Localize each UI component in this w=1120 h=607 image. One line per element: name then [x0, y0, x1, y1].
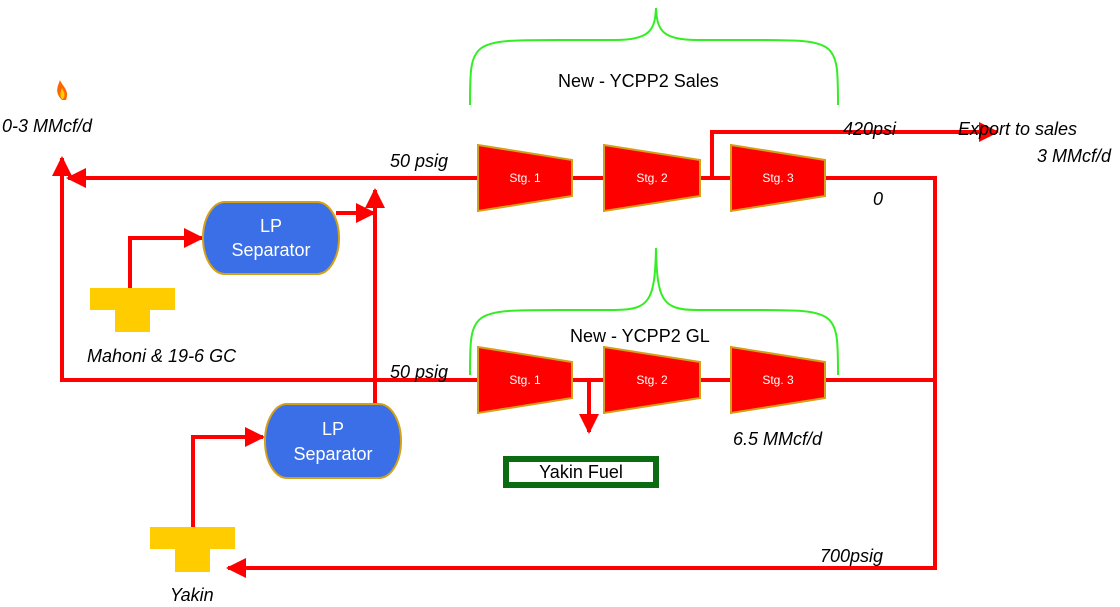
gl-suction-pressure: 50 psig: [390, 362, 449, 382]
lp-separator-1-label-line2: Separator: [231, 240, 311, 260]
sales-stage-1-label: Stg. 1: [509, 171, 541, 185]
export-line: [710, 122, 999, 180]
sales-compressor-stage-3: [730, 143, 826, 213]
sales-stage-3-label: Stg. 3: [762, 171, 794, 185]
sales-compressor-stage-1: [477, 143, 573, 213]
sales-train-brace: [469, 7, 839, 106]
sales-outlet-label: 0: [873, 189, 884, 209]
yakin-wellhead: [150, 527, 235, 572]
yakin-source-label: Yakin: [170, 585, 214, 605]
flare-rate-label: 0-3 MMcf/d: [2, 116, 93, 136]
gl-stage-1-label: Stg. 1: [509, 373, 541, 387]
gl-stage-2-label: Stg. 2: [636, 373, 668, 387]
gas-lift-return-pressure: 700psig: [820, 546, 884, 566]
sales-train-title: New - YCPP2 Sales: [558, 71, 719, 91]
yakin-fuel-box: Yakin Fuel: [503, 456, 659, 488]
gl-compressor-stage-2: [603, 345, 701, 415]
sales-compressor-stage-2: [603, 143, 701, 213]
yakin-fuel-label: Yakin Fuel: [539, 462, 623, 482]
export-label-line2: 3 MMcf/d: [1037, 146, 1112, 166]
mahoni-feed: [128, 228, 204, 290]
gl-train-brace: [469, 247, 839, 376]
lp-separator-1: [202, 201, 340, 275]
mahoni-source-label: Mahoni & 19-6 GC: [87, 346, 237, 366]
gl-flow-label: 6.5 MMcf/d: [733, 429, 823, 449]
lp-separator-2: [264, 403, 402, 479]
lp-separator-2-label-line1: LP: [321, 419, 345, 439]
sales-stg3-discharge: [823, 176, 937, 382]
gl-stage-3-label: Stg. 3: [762, 373, 794, 387]
mahoni-wellhead: [90, 288, 175, 332]
gl-compressor-stage-3: [730, 345, 826, 415]
gl-compressor-stage-1: [477, 345, 573, 415]
sales-discharge-pressure: 420psi: [843, 119, 897, 139]
gas-lift-return: [226, 378, 937, 578]
lp-separator-2-label-line2: Separator: [293, 444, 373, 464]
sales-stage-2-label: Stg. 2: [636, 171, 668, 185]
lp-separator-1-label-line1: LP: [259, 216, 283, 236]
yakin-feed: [191, 427, 265, 529]
export-label-line1: Export to sales: [958, 119, 1078, 139]
gl-train-title: New - YCPP2 GL: [570, 326, 710, 346]
flare-icon: [57, 80, 68, 100]
sales-suction-pressure: 50 psig: [390, 151, 449, 171]
